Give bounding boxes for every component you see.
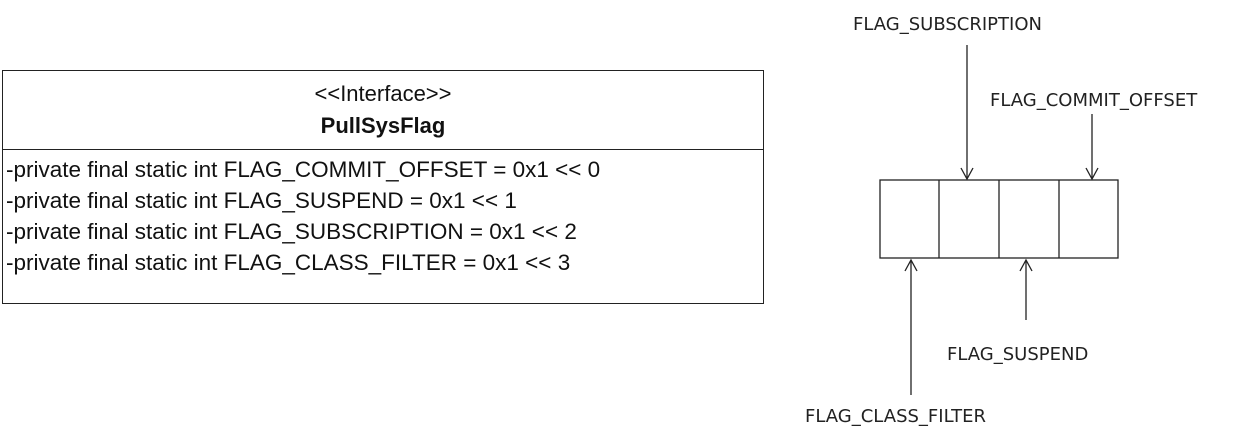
field-list: -private final static int FLAG_COMMIT_OF… xyxy=(3,154,763,278)
interface-name: PullSysFlag xyxy=(320,113,446,138)
stereotype-label: <<Interface>> xyxy=(314,81,452,106)
label-flag-subscription: FLAG_SUBSCRIPTION xyxy=(853,14,1042,35)
arrow-subscription-head xyxy=(960,167,974,181)
field-subscription: -private final static int FLAG_SUBSCRIPT… xyxy=(6,219,577,244)
field-suspend: -private final static int FLAG_SUSPEND =… xyxy=(6,188,517,213)
field-commit-offset: -private final static int FLAG_COMMIT_OF… xyxy=(6,157,601,182)
arrow-suspend-head xyxy=(1019,258,1033,272)
uml-header: <<Interface>> PullSysFlag xyxy=(3,71,763,150)
arrow-class-filter-head xyxy=(904,258,918,272)
arrow-commit-offset-head xyxy=(1085,167,1099,181)
label-flag-suspend: FLAG_SUSPEND xyxy=(947,344,1089,365)
field-class-filter: -private final static int FLAG_CLASS_FIL… xyxy=(6,250,571,275)
label-flag-class-filter: FLAG_CLASS_FILTER xyxy=(805,406,987,427)
uml-interface-box: <<Interface>> PullSysFlag -private final… xyxy=(2,70,764,304)
label-flag-commit-offset: FLAG_COMMIT_OFFSET xyxy=(990,90,1198,111)
